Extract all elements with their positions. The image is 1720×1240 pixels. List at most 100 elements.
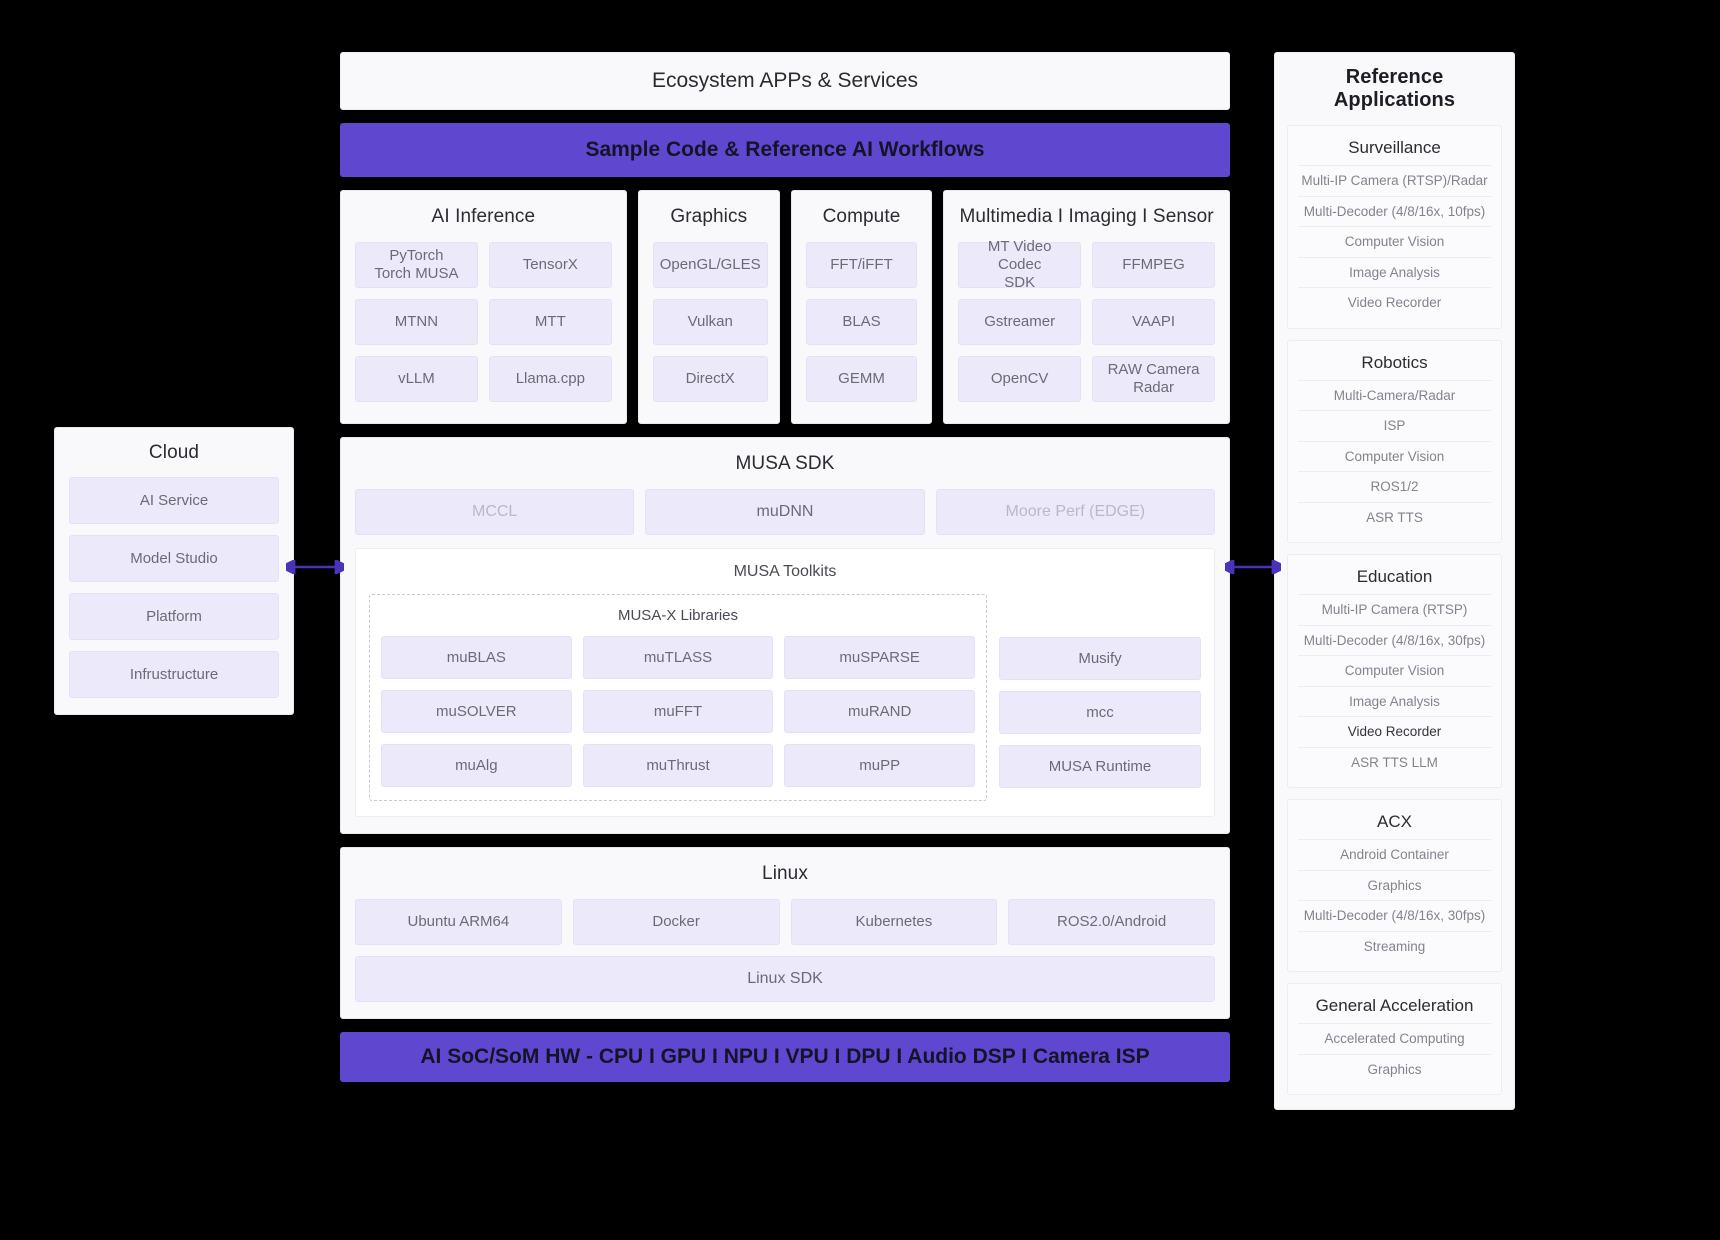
sample-code-bar: Sample Code & Reference AI Workflows [340, 123, 1230, 177]
ref-app-item: Graphics [1298, 1053, 1491, 1085]
linux-panel: Linux Ubuntu ARM64 Docker Kubernetes ROS… [340, 847, 1230, 1019]
domain-column-multimedia: Multimedia I Imaging I Sensor MT Video C… [943, 190, 1230, 424]
tile-opencv[interactable]: OpenCV [958, 356, 1082, 402]
hardware-bar-label: AI SoC/SoM HW - CPU I GPU I NPU I VPU I … [420, 1045, 1150, 1068]
musa-x-libraries-title: MUSA-X Libraries [617, 607, 739, 624]
musa-x-libraries-group: MUSA-X Libraries muBLAS muTLASS muSPARSE… [369, 594, 987, 801]
musa-x-libraries-grid: muBLAS muTLASS muSPARSE muSOLVER muFFT m… [381, 636, 975, 787]
tile-ubuntu-arm64[interactable]: Ubuntu ARM64 [355, 899, 562, 945]
tile-llama-cpp[interactable]: Llama.cpp [488, 356, 612, 402]
tile-tensorx[interactable]: TensorX [488, 242, 612, 288]
tile-fft-ifft[interactable]: FFT/iFFT [805, 242, 918, 288]
domain-title-compute: Compute [822, 206, 901, 227]
ref-app-head-acx: ACX [1377, 812, 1412, 832]
tile-mutlass[interactable]: muTLASS [582, 636, 774, 679]
ecosystem-apps-bar: Ecosystem APPs & Services [340, 52, 1230, 110]
tile-vllm[interactable]: vLLM [355, 356, 478, 402]
tile-murand[interactable]: muRAND [784, 690, 975, 733]
musa-sdk-panel: MUSA SDK MCCL muDNN Moore Perf (EDGE) MU… [340, 437, 1230, 834]
musa-toolkits-panel: MUSA Toolkits MUSA-X Libraries muBLAS mu… [355, 548, 1215, 817]
tile-opengl-gles[interactable]: OpenGL/GLES [652, 242, 768, 288]
tile-mualg[interactable]: muAlg [381, 744, 572, 787]
domain-column-compute: Compute FFT/iFFT BLAS GEMM [790, 190, 933, 424]
tile-ffmpeg[interactable]: FFMPEG [1092, 242, 1215, 288]
tile-mcc[interactable]: mcc [999, 691, 1201, 734]
tile-model-studio[interactable]: Model Studio [69, 535, 279, 582]
ref-app-head-education: Education [1356, 567, 1433, 587]
tile-musa-runtime[interactable]: MUSA Runtime [999, 745, 1201, 788]
cloud-title: Cloud [148, 442, 200, 463]
ref-app-item: Video Recorder [1298, 716, 1491, 747]
ref-app-item: Image Analysis [1298, 685, 1491, 717]
tile-mufft[interactable]: muFFT [582, 690, 774, 733]
ref-app-card-surveillance: Surveillance Multi-IP Camera (RTSP)/Rada… [1287, 125, 1502, 329]
domain-title-graphics: Graphics [670, 206, 748, 227]
ref-app-item: Multi-IP Camera (RTSP) [1298, 594, 1491, 625]
tile-musparse[interactable]: muSPARSE [784, 636, 975, 679]
ref-app-item: Image Analysis [1298, 256, 1491, 288]
tile-gstreamer[interactable]: Gstreamer [958, 299, 1082, 345]
ref-app-head-general-acceleration: General Acceleration [1315, 996, 1474, 1016]
arrow-cloud-to-musa [286, 560, 344, 574]
tile-ai-service[interactable]: AI Service [69, 477, 279, 524]
musa-toolkits-extra-column: Musify mcc MUSA Runtime [987, 594, 1201, 801]
center-stack: Ecosystem APPs & Services Sample Code & … [340, 52, 1230, 1082]
tile-directx[interactable]: DirectX [652, 356, 768, 402]
tile-platform[interactable]: Platform [69, 593, 279, 640]
tile-mtnn[interactable]: MTNN [355, 299, 478, 345]
musa-toolkits-body: MUSA-X Libraries muBLAS muTLASS muSPARSE… [369, 594, 1201, 801]
tile-muthrust[interactable]: muThrust [582, 744, 774, 787]
ref-app-item: Multi-Decoder (4/8/16x, 30fps) [1298, 624, 1491, 656]
tile-docker[interactable]: Docker [572, 899, 780, 945]
domain-title-multimedia: Multimedia I Imaging I Sensor [959, 206, 1214, 227]
ref-app-item: Multi-Camera/Radar [1298, 379, 1491, 411]
ref-app-item: Android Container [1298, 839, 1491, 870]
tile-infrustructure[interactable]: Infrustructure [69, 651, 279, 698]
ref-app-card-education: Education Multi-IP Camera (RTSP) Multi-D… [1287, 554, 1502, 789]
sample-code-label: Sample Code & Reference AI Workflows [585, 138, 985, 161]
tile-mtt[interactable]: MTT [488, 299, 612, 345]
tile-mublas[interactable]: muBLAS [381, 636, 572, 679]
ref-app-head-surveillance: Surveillance [1348, 138, 1441, 157]
tile-vaapi[interactable]: VAAPI [1092, 299, 1215, 345]
ref-app-item: Multi-Decoder (4/8/16x, 30fps) [1298, 900, 1491, 931]
ref-app-item: Multi-Decoder (4/8/16x, 10fps) [1298, 195, 1491, 227]
tile-vulkan[interactable]: Vulkan [652, 299, 768, 345]
ref-app-item: Video Recorder [1298, 287, 1491, 318]
tile-moore-perf-edge[interactable]: Moore Perf (EDGE) [935, 489, 1215, 535]
ref-app-item: ISP [1298, 410, 1491, 441]
ref-app-card-robotics: Robotics Multi-Camera/Radar ISP Computer… [1287, 339, 1502, 544]
domain-tiles-graphics: OpenGL/GLES Vulkan DirectX [652, 242, 768, 402]
tile-kubernetes[interactable]: Kubernetes [790, 899, 998, 945]
tile-linux-sdk[interactable]: Linux SDK [355, 956, 1215, 1002]
domain-title-ai-inference: AI Inference [431, 206, 536, 227]
ref-app-item: Multi-IP Camera (RTSP)/Radar [1298, 165, 1491, 196]
tile-mupp[interactable]: muPP [784, 744, 975, 787]
musa-sdk-title: MUSA SDK [735, 453, 835, 474]
tile-gemm[interactable]: GEMM [805, 356, 918, 402]
tile-ros2-android[interactable]: ROS2.0/Android [1008, 899, 1215, 945]
tile-blas[interactable]: BLAS [805, 299, 918, 345]
tile-musolver[interactable]: muSOLVER [381, 690, 572, 733]
hardware-bar: AI SoC/SoM HW - CPU I GPU I NPU I VPU I … [340, 1032, 1230, 1082]
tile-mccl[interactable]: MCCL [355, 489, 635, 535]
cloud-panel: Cloud AI Service Model Studio Platform I… [54, 427, 294, 715]
ref-app-item: Graphics [1298, 869, 1491, 901]
ref-app-item: ASR TTS LLM [1298, 746, 1491, 778]
tile-musify[interactable]: Musify [999, 637, 1201, 680]
domain-column-graphics: Graphics OpenGL/GLES Vulkan DirectX [637, 190, 780, 424]
ref-app-item: Computer Vision [1298, 655, 1491, 686]
arrow-musa-to-reference-apps [1225, 560, 1281, 574]
linux-tiles-grid: Ubuntu ARM64 Docker Kubernetes ROS2.0/An… [355, 899, 1215, 945]
ref-app-item: Computer Vision [1298, 440, 1491, 472]
ref-app-item: Accelerated Computing [1298, 1023, 1491, 1054]
tile-mudnn[interactable]: muDNN [645, 489, 925, 535]
